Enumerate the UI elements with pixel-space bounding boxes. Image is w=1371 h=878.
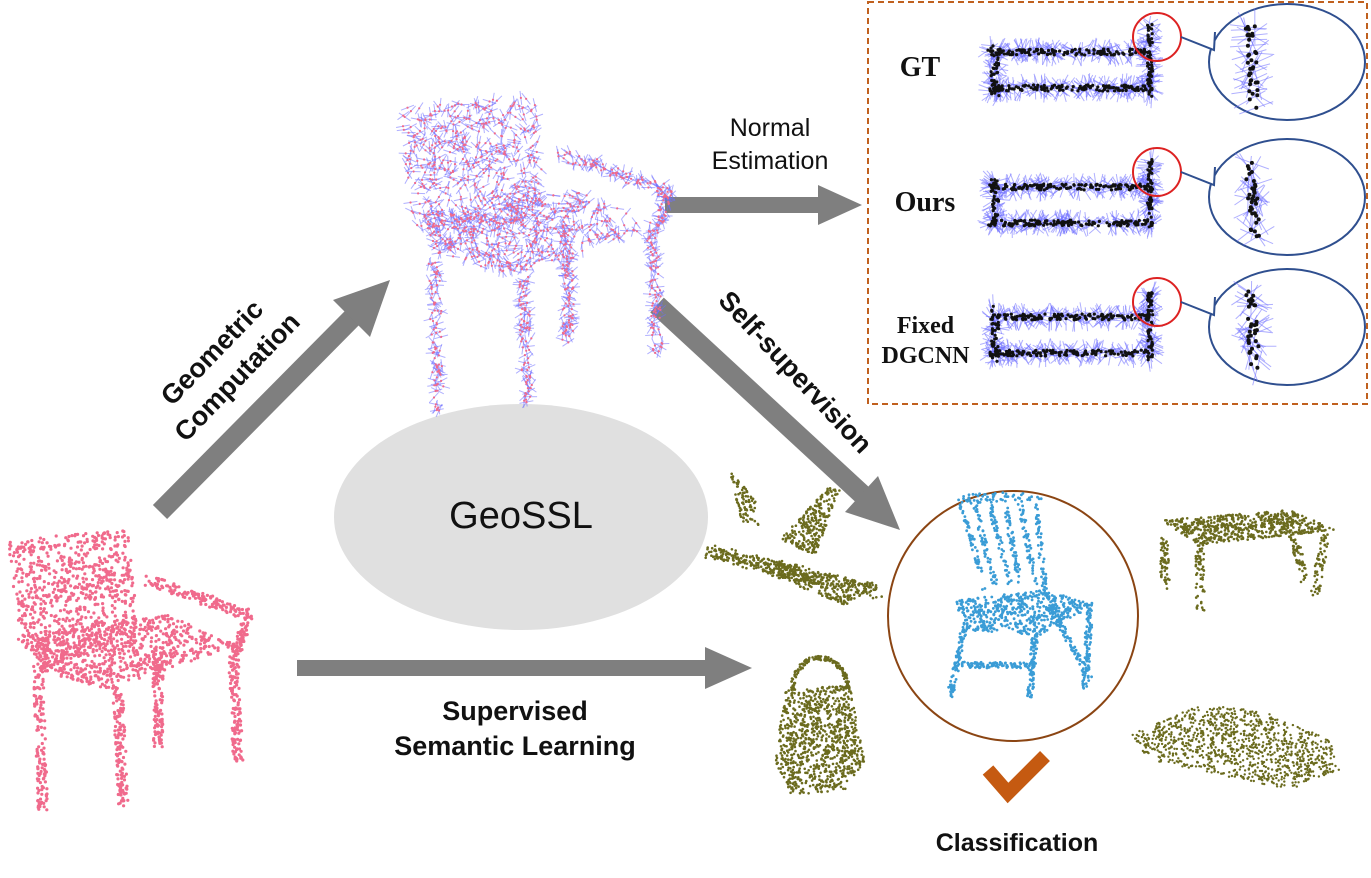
airplane-point-cloud — [704, 472, 883, 606]
normal-estimation-arrow — [665, 185, 862, 225]
supervised-label-line1: Supervised — [442, 696, 588, 726]
fixed-dgcnn-label: Fixed DGCNN — [868, 311, 983, 371]
normal-estimation-label: Normal Estimation — [690, 112, 850, 177]
supervised-learning-label: Supervised Semantic Learning — [350, 694, 680, 764]
geossl-ellipse — [334, 404, 708, 630]
gt-label: GT — [899, 52, 941, 83]
geossl-label: GeoSSL — [449, 495, 593, 537]
normal-label-line2: Estimation — [711, 146, 829, 175]
dgcnn-label: DGCNN — [881, 343, 970, 369]
ours-label: Ours — [894, 187, 956, 218]
comparison-rows — [977, 3, 1366, 386]
supervised-label-line2: Semantic Learning — [394, 731, 636, 762]
comparison-row-1 — [977, 138, 1366, 256]
bag-point-cloud — [774, 654, 866, 795]
input-point-cloud-chair — [8, 529, 254, 812]
normal-point-cloud-chair — [396, 90, 677, 418]
normal-comparison-panel — [867, 1, 1368, 405]
fixed-label: Fixed — [896, 313, 955, 339]
geometric-computation-arrow — [152, 280, 390, 520]
classification-label: Classification — [935, 829, 1099, 857]
checkmark-icon — [982, 751, 1050, 804]
normal-label-line1: Normal — [729, 114, 811, 142]
supervised-learning-arrow — [297, 647, 752, 689]
target-chair-point-cloud — [947, 491, 1094, 699]
table-point-cloud — [1159, 509, 1335, 612]
comparison-row-2 — [979, 268, 1366, 386]
classification-circle — [887, 490, 1139, 742]
comparison-row-0 — [977, 3, 1366, 121]
car-point-cloud — [1131, 706, 1341, 788]
self-supervision-arrow — [650, 297, 900, 530]
